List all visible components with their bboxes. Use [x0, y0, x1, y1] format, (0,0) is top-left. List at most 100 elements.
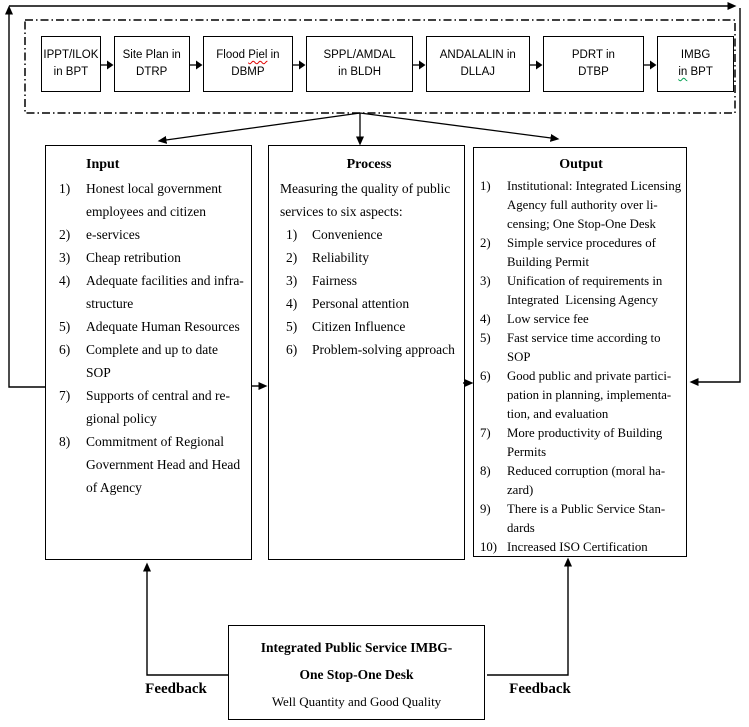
list-item-text: Personal attention [312, 296, 410, 311]
output-title: Output [559, 157, 603, 172]
list-item: 5) Adequate Human Resources [59, 315, 245, 338]
permit-box-label: Flood Piel in [216, 47, 279, 64]
permit-box-label: in BPT [53, 66, 89, 78]
right-arrow-icon [644, 58, 657, 70]
list-item: 1) Honest local government employees and… [59, 177, 245, 223]
list-item: 3) Cheap retribution [59, 246, 245, 269]
list-item-text: Convenience [312, 227, 383, 242]
permit-box-label: DLLAJ [460, 66, 496, 78]
permit-box-label: Site Plan in [122, 49, 181, 61]
permit-box-label: DTBP [578, 66, 609, 78]
input-list: 1) Honest local government employees and… [46, 177, 251, 499]
permit-box-label: IPPT/ILOK [43, 49, 99, 61]
list-item: 2) e-services [59, 223, 245, 246]
list-item-number: 8) [480, 464, 491, 478]
list-item-number: 4) [59, 273, 71, 288]
misspelled-word-green-squiggle: in [678, 66, 688, 78]
list-item-number: 2) [480, 236, 491, 250]
integrated-service-line2: One Stop-One Desk [299, 667, 414, 682]
list-item-text: Increased ISO Certification [507, 540, 648, 554]
list-item: 7) More productivity of Building Permits [479, 424, 683, 462]
process-box: Process Measuring the quality of public … [268, 145, 465, 560]
right-arrow-icon [293, 58, 306, 70]
list-item: 5) Citizen Influence [280, 315, 458, 338]
permit-box-label: DTRP [136, 66, 168, 78]
list-item: 6) Complete and up to date SOP [59, 338, 245, 384]
permit-box-andalalin: ANDALALIN in DLLAJ [425, 36, 530, 92]
permit-box-label: PDRT in [571, 49, 615, 61]
label-text: Flood [216, 49, 249, 61]
list-item-number: 3) [59, 250, 71, 265]
list-item-text: Problem-solving approach [312, 342, 455, 357]
list-item: 9) There is a Public Service Stan- dards [479, 500, 683, 538]
label-text: BPT [687, 66, 713, 78]
list-item-text: Reliability [312, 250, 369, 265]
list-item: 4) Adequate facilities and infra- struct… [59, 269, 245, 315]
list-item-text: Low service fee [507, 312, 589, 326]
list-item-text: Unification of requirements in Integrate… [507, 274, 663, 307]
list-item-number: 1) [286, 227, 298, 242]
list-item-text: Honest local government employees and ci… [86, 181, 222, 219]
list-item-number: 3) [480, 274, 491, 288]
input-box: Input 1) Honest local government employe… [45, 145, 252, 560]
fan-arrow-to-input [157, 112, 361, 144]
feedback-line-bottom-right [487, 557, 572, 676]
integrated-service-box: Integrated Public Service IMBG- One Stop… [228, 625, 485, 720]
permit-box-site-plan: Site Plan in DTRP [113, 36, 190, 92]
permit-box-flood-piel: Flood Piel in DBMP [202, 36, 294, 92]
process-intro: Measuring the quality of public services… [280, 181, 451, 219]
list-item-text: Citizen Influence [312, 319, 406, 334]
list-item-number: 5) [480, 331, 491, 345]
permit-box-label: ANDALALIN in [439, 49, 516, 61]
list-item: 3) Unification of requirements in Integr… [479, 272, 683, 310]
feedback-label-right: Feedback [509, 681, 571, 697]
list-item-text: Adequate Human Resources [86, 319, 240, 334]
feedback-label-left: Feedback [145, 681, 207, 697]
right-arrow-icon [412, 58, 426, 70]
list-item: 1) Convenience [280, 223, 458, 246]
list-item-number: 2) [59, 227, 71, 242]
permit-box-label: DBMP [231, 66, 265, 78]
list-item-number: 6) [480, 369, 491, 383]
list-item: 2) Reliability [280, 246, 458, 269]
list-item-number: 4) [286, 296, 298, 311]
feedback-line-bottom-left [143, 562, 228, 676]
list-item: 10) Increased ISO Certification [479, 538, 683, 557]
list-item-number: 3) [286, 273, 298, 288]
permit-sequence-row: IPPT/ILOK in BPT Site Plan in DTRP Flood… [41, 36, 734, 92]
right-arrow-icon [529, 58, 543, 70]
list-item-text: More productivity of Building Permits [507, 426, 663, 459]
list-item-number: 7) [480, 426, 491, 440]
permit-box-label: in BLDH [338, 66, 381, 78]
list-item-number: 5) [286, 319, 298, 334]
label-text: in [267, 49, 280, 61]
permit-box-label: SPPL/AMDAL [323, 49, 396, 61]
list-item-text: Institutional: Integrated Licensing Agen… [507, 179, 682, 231]
feedback-line-left-up [5, 5, 45, 388]
list-item-text: Fairness [312, 273, 357, 288]
list-item: 4) Low service fee [479, 310, 683, 329]
process-list: 1) Convenience 2) Reliability 3) Fairnes… [280, 223, 458, 361]
process-title: Process [346, 157, 392, 172]
permit-box-sppl-amdal: SPPL/AMDAL in BLDH [306, 36, 413, 92]
integrated-service-line1: Integrated Public Service IMBG- [260, 640, 453, 655]
integrated-service-line3: Well Quantity and Good Quality [271, 694, 442, 709]
right-arrow-icon [100, 58, 114, 70]
list-item-text: Supports of central and re- gional polic… [86, 388, 230, 426]
list-item-text: Complete and up to date SOP [86, 342, 222, 380]
list-item-text: There is a Public Service Stan- dards [507, 502, 666, 535]
list-item: 8) Commitment of Regional Government Hea… [59, 430, 245, 499]
list-item-text: Cheap retribution [86, 250, 181, 265]
list-item-text: Simple service procedures of Building Pe… [507, 236, 656, 269]
list-item: 6) Problem-solving approach [280, 338, 458, 361]
list-item-text: Fast service time according to SOP [507, 331, 661, 364]
output-box: Output 1) Institutional: Integrated Lice… [473, 147, 687, 557]
list-item: 2) Simple service procedures of Building… [479, 234, 683, 272]
list-item: 4) Personal attention [280, 292, 458, 315]
list-item-number: 5) [59, 319, 71, 334]
right-arrow-icon [189, 58, 203, 70]
permit-box-ippt-ilok: IPPT/ILOK in BPT [41, 36, 101, 92]
list-item-number: 4) [480, 312, 491, 326]
list-item: 8) Reduced corruption (moral ha- zard) [479, 462, 683, 500]
